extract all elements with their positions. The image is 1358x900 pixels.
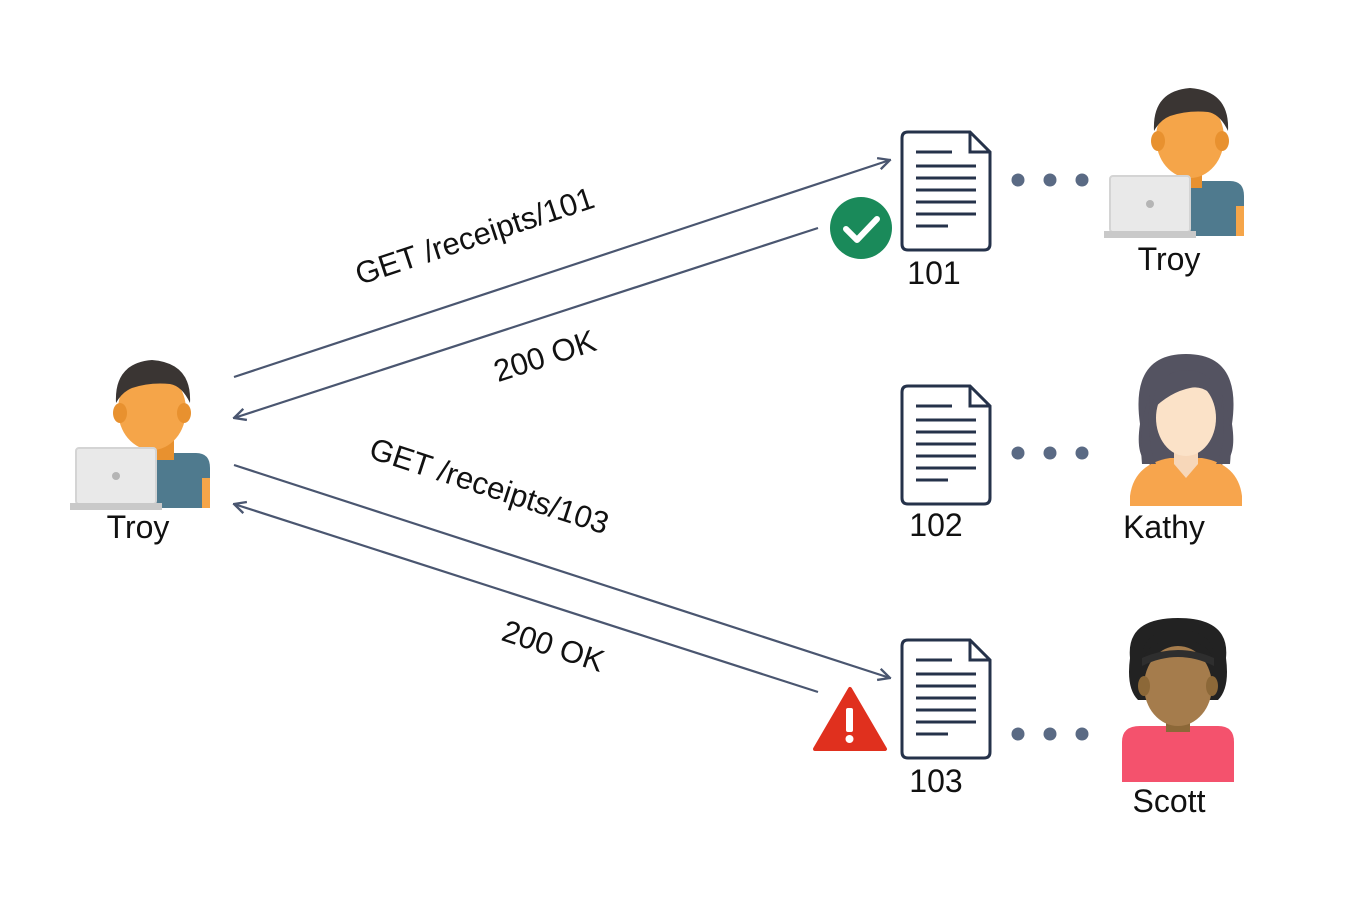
ownership-dots-102 <box>1011 446 1089 460</box>
request-arrow-103 <box>233 463 890 678</box>
response-label-103: 200 OK <box>498 613 609 679</box>
response-arrow-103 <box>234 504 819 694</box>
client-user-avatar <box>70 360 210 510</box>
client-name: Troy <box>107 509 170 545</box>
owner-name-101: Troy <box>1138 241 1201 277</box>
request-label-101: GET /receipts/101 <box>351 180 599 292</box>
document-id-101: 101 <box>907 255 960 291</box>
response-label-101: 200 OK <box>489 323 600 389</box>
owner-name-102: Kathy <box>1123 509 1205 545</box>
document-icon-101 <box>900 130 992 252</box>
document-id-102: 102 <box>909 507 962 543</box>
document-icon-102 <box>900 384 992 506</box>
owner-name-103: Scott <box>1133 783 1206 819</box>
request-label-103: GET /receipts/103 <box>365 431 613 541</box>
response-arrow-101 <box>234 226 819 418</box>
owner-scott-avatar <box>1122 618 1234 782</box>
ownership-dots-103 <box>1011 727 1089 741</box>
warning-triangle-icon <box>813 687 887 751</box>
document-icon-103 <box>900 638 992 760</box>
check-circle-icon <box>830 197 892 259</box>
ownership-dots-101 <box>1011 173 1089 187</box>
owner-troy-avatar <box>1104 88 1244 238</box>
document-id-103: 103 <box>909 763 962 799</box>
request-arrow-101 <box>233 160 890 379</box>
owner-kathy-avatar <box>1130 354 1242 506</box>
